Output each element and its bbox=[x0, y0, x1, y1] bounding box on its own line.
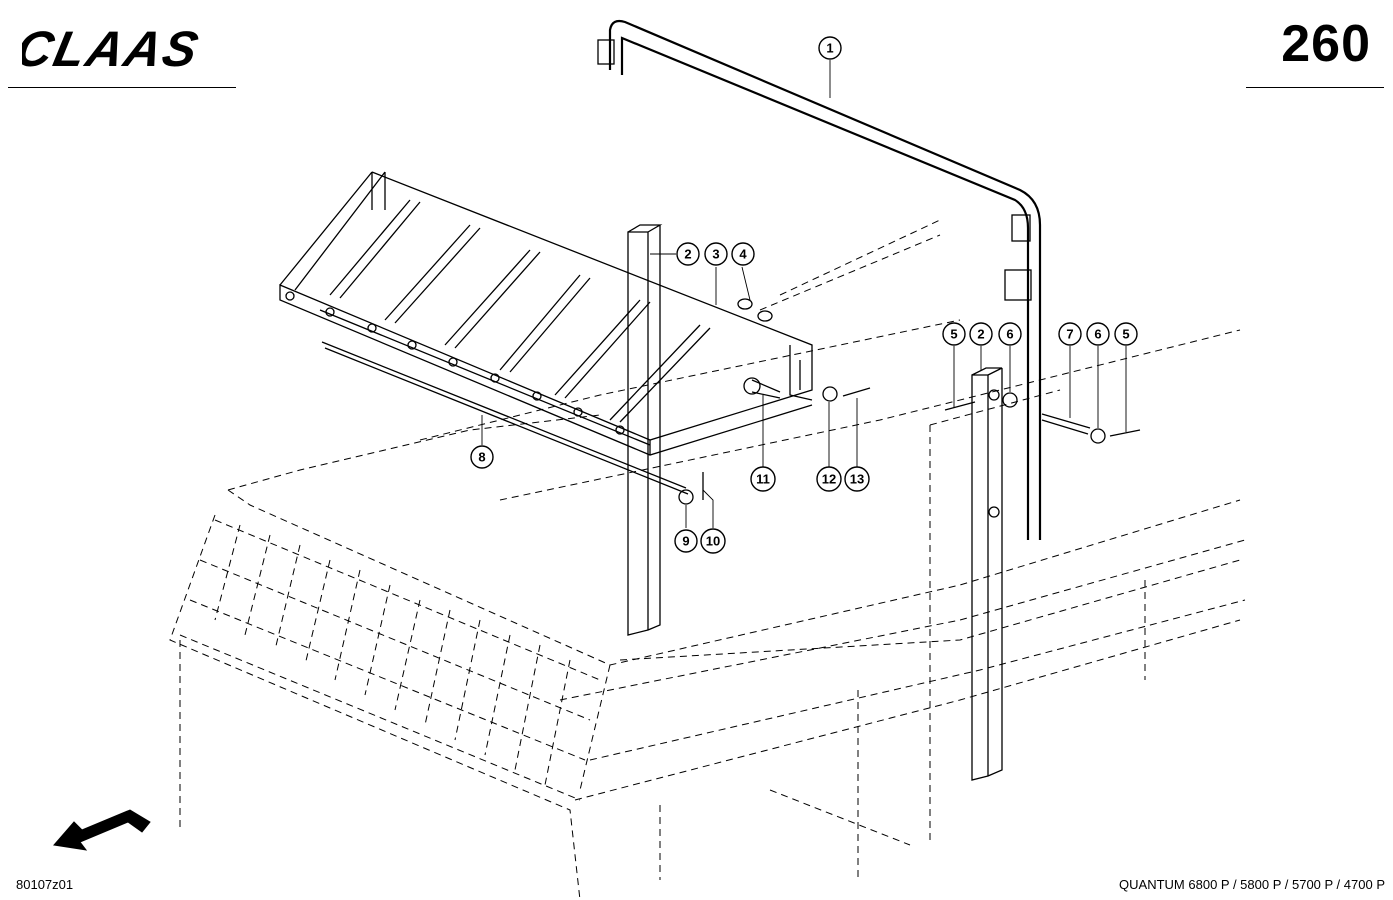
claas-logo: CLAAS bbox=[22, 24, 205, 74]
callout-11: 11 bbox=[750, 466, 776, 492]
callout-1: 1 bbox=[818, 36, 842, 60]
callout-5b: 5 bbox=[1114, 322, 1138, 346]
callout-13: 13 bbox=[844, 466, 870, 492]
leader-lines bbox=[481, 60, 1127, 528]
svg-text:12: 12 bbox=[822, 472, 836, 487]
callout-2b: 2 bbox=[969, 322, 993, 346]
logo-text: CLAAS bbox=[22, 24, 205, 74]
rod bbox=[321, 341, 689, 495]
svg-text:13: 13 bbox=[850, 472, 864, 487]
svg-text:1: 1 bbox=[826, 41, 833, 56]
callout-12: 12 bbox=[816, 466, 842, 492]
callout-6a: 6 bbox=[998, 322, 1022, 346]
bracket-right bbox=[971, 367, 1003, 781]
svg-text:2: 2 bbox=[684, 247, 691, 262]
svg-text:4: 4 bbox=[739, 247, 747, 262]
page-number: 260 bbox=[1281, 15, 1371, 73]
model-designation: QUANTUM 6800 P / 5800 P / 5700 P / 4700 … bbox=[1119, 877, 1385, 892]
roll-bar bbox=[597, 19, 1042, 540]
svg-text:6: 6 bbox=[1006, 327, 1013, 342]
callout-6b: 6 bbox=[1086, 322, 1110, 346]
callout-8: 8 bbox=[470, 445, 494, 469]
svg-text:5: 5 bbox=[950, 327, 957, 342]
callout-7: 7 bbox=[1058, 322, 1082, 346]
machine-outline-dashed bbox=[169, 219, 1246, 900]
svg-text:5: 5 bbox=[1122, 327, 1129, 342]
header-rule-left bbox=[8, 87, 236, 88]
bracket-left bbox=[627, 224, 663, 636]
svg-text:10: 10 bbox=[706, 534, 720, 549]
callout-2a: 2 bbox=[676, 242, 700, 266]
svg-text:8: 8 bbox=[478, 450, 485, 465]
svg-text:7: 7 bbox=[1066, 327, 1073, 342]
svg-text:6: 6 bbox=[1094, 327, 1101, 342]
callout-3: 3 bbox=[704, 242, 728, 266]
ladder-bolts bbox=[285, 291, 625, 435]
callout-9: 9 bbox=[674, 529, 698, 553]
header-rule-right bbox=[1246, 87, 1384, 88]
step-ladder bbox=[279, 171, 813, 456]
drawing-id: 80107z01 bbox=[16, 877, 74, 892]
svg-text:2: 2 bbox=[977, 327, 984, 342]
svg-text:3: 3 bbox=[712, 247, 719, 262]
direction-arrow-icon bbox=[53, 809, 151, 851]
callout-10: 10 bbox=[700, 528, 726, 554]
hardware-parts bbox=[678, 298, 1141, 505]
callout-4: 4 bbox=[731, 242, 755, 266]
svg-text:11: 11 bbox=[756, 472, 770, 487]
callout-5a: 5 bbox=[942, 322, 966, 346]
svg-text:9: 9 bbox=[682, 534, 689, 549]
front-grille-dashed bbox=[179, 519, 601, 801]
